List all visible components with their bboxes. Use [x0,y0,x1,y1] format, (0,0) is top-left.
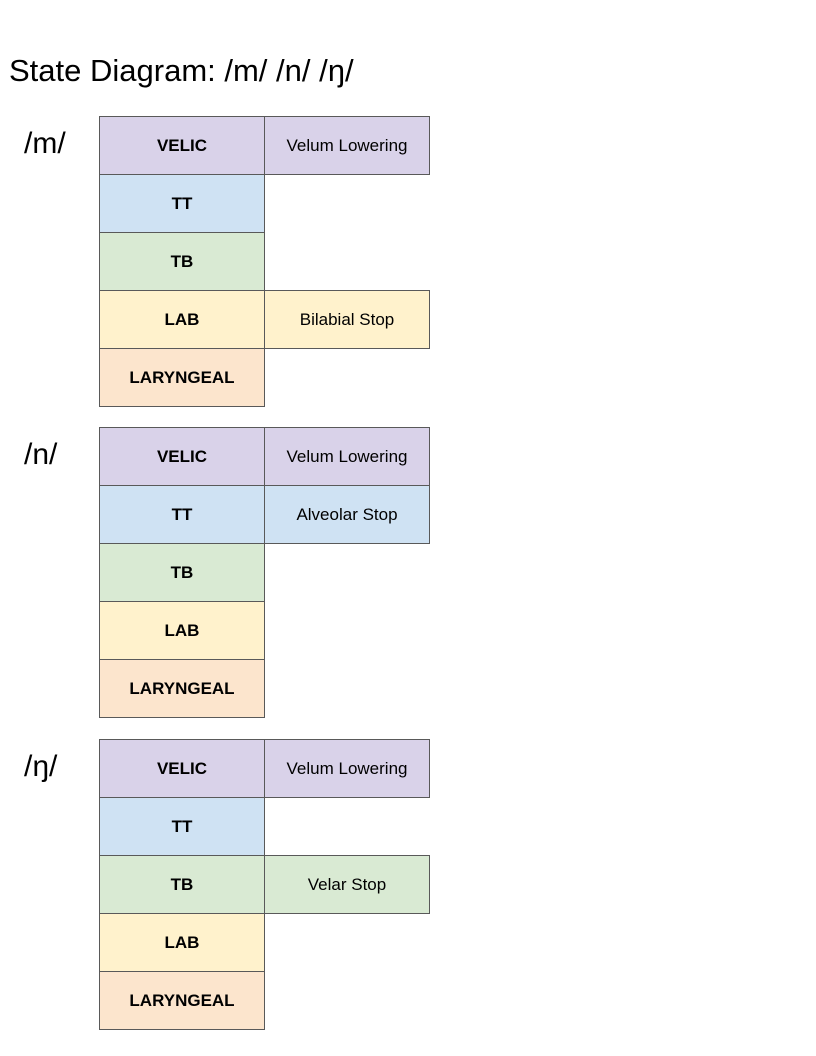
tier-row-velic: VELIC Velum Lowering [99,116,430,175]
tier-lab: LAB [99,601,265,660]
state-tt: Alveolar Stop [264,485,430,544]
state-lab: Bilabial Stop [264,290,430,349]
state-velic: Velum Lowering [264,427,430,486]
tier-row-velic: VELIC Velum Lowering [99,427,430,486]
tier-row-tt: TT [99,797,430,856]
tier-row-laryngeal: LARYNGEAL [99,971,430,1030]
tier-velic: VELIC [99,427,265,486]
segment-label: /n/ [24,438,58,471]
tier-velic: VELIC [99,116,265,175]
tier-row-tt: TT [99,174,430,233]
diagram-title: State Diagram: /m/ /n/ /ŋ/ [9,53,354,88]
tier-row-laryngeal: LARYNGEAL [99,348,430,407]
tier-row-lab: LAB [99,913,430,972]
tier-laryngeal: LARYNGEAL [99,348,265,407]
tier-laryngeal: LARYNGEAL [99,971,265,1030]
segment-ng: /ŋ/ VELIC Velum Lowering TT TB Velar Sto… [0,739,440,1033]
tier-tb: TB [99,855,265,914]
tier-row-tt: TT Alveolar Stop [99,485,430,544]
tier-tt: TT [99,797,265,856]
tier-row-tb: TB [99,232,430,291]
segment-m: /m/ VELIC Velum Lowering TT TB LAB Bilab… [0,116,440,410]
tier-tt: TT [99,174,265,233]
tier-lab: LAB [99,913,265,972]
tier-row-lab: LAB Bilabial Stop [99,290,430,349]
tier-tt: TT [99,485,265,544]
segment-label: /m/ [24,127,66,160]
state-tb: Velar Stop [264,855,430,914]
tier-row-laryngeal: LARYNGEAL [99,659,430,718]
tier-row-lab: LAB [99,601,430,660]
tier-tb: TB [99,232,265,291]
segment-n: /n/ VELIC Velum Lowering TT Alveolar Sto… [0,427,440,721]
tier-laryngeal: LARYNGEAL [99,659,265,718]
state-velic: Velum Lowering [264,739,430,798]
tier-row-velic: VELIC Velum Lowering [99,739,430,798]
state-velic: Velum Lowering [264,116,430,175]
tier-tb: TB [99,543,265,602]
tier-velic: VELIC [99,739,265,798]
tier-row-tb: TB Velar Stop [99,855,430,914]
tier-row-tb: TB [99,543,430,602]
tier-lab: LAB [99,290,265,349]
segment-label: /ŋ/ [24,750,58,783]
